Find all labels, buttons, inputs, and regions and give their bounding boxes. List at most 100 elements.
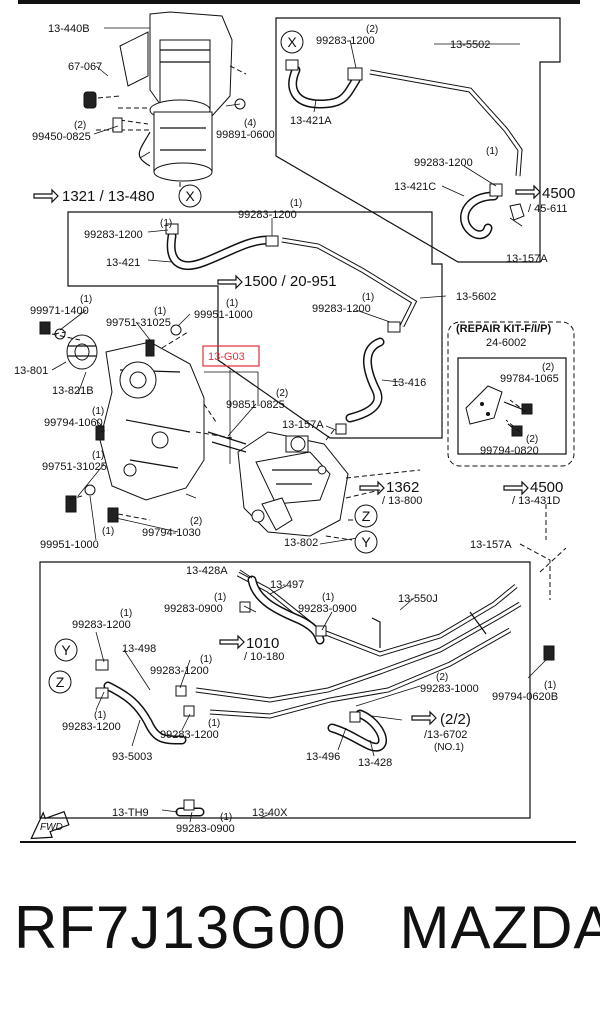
label-13-157a-a: 13-157A xyxy=(506,253,548,265)
repair-kit-box xyxy=(447,321,575,467)
fwd-label: FWD xyxy=(40,822,63,833)
fwd-arrow-icon: FWD xyxy=(30,810,70,840)
label-13-157a-c: 13-157A xyxy=(470,539,512,551)
label-67-067: 67-067 xyxy=(68,61,102,73)
box-13-5602 xyxy=(67,211,443,439)
label-99891-0600: 99891-0600 xyxy=(216,129,275,141)
label-99971-1400: 99971-1400 xyxy=(30,305,89,317)
label-13-801: 13-801 xyxy=(14,365,48,377)
qty-99283-0900b: (1) xyxy=(322,592,334,603)
footer-brand: MAZDA xyxy=(399,894,600,961)
label-13-5602: 13-5602 xyxy=(456,291,496,303)
label-99283-b1: 99283-1200 xyxy=(72,619,131,631)
qty-99283-0900c: (1) xyxy=(220,812,232,823)
qty-99283-b2: (1) xyxy=(200,654,212,665)
label-93-5003: 93-5003 xyxy=(112,751,152,763)
label-13-428: 13-428 xyxy=(358,757,392,769)
label-99951-top: 99951-1000 xyxy=(194,309,253,321)
label-ref-2-2: (2/2) xyxy=(440,711,471,728)
qty-99751-bot: (1) xyxy=(92,450,104,461)
label-ref-1321: 1321 / 13-480 xyxy=(62,188,155,205)
bubble-z-bot xyxy=(48,670,72,694)
qty-99951-top: (1) xyxy=(226,298,238,309)
hoses-13-421-13-416 xyxy=(165,223,418,435)
label-99784-1065: 99784-1065 xyxy=(500,373,559,385)
ref-arrow-icon xyxy=(411,710,437,726)
qty-99794-0620b: (1) xyxy=(544,680,556,691)
footer-gap xyxy=(347,894,400,961)
label-99851-0825: 99851-0825 xyxy=(226,399,285,411)
fuel-filter-assembly xyxy=(83,11,247,192)
pump-dashed-leaders xyxy=(51,331,527,541)
label-99794-1060: 99794-1060 xyxy=(44,417,103,429)
label-13-497: 13-497 xyxy=(270,579,304,591)
label-13-421c: 13-421C xyxy=(394,181,436,193)
hoses-13-421a-13-421c xyxy=(285,59,525,240)
qty-99971-1400: (1) xyxy=(80,294,92,305)
qty-99283-m1: (1) xyxy=(160,218,172,229)
pipe-harness-13-550j xyxy=(195,571,522,719)
bubble-x-mid-label: X xyxy=(185,188,195,204)
leader-13-157a-lower xyxy=(519,504,567,600)
bubble-z-mid xyxy=(354,504,378,528)
label-13-421a: 13-421A xyxy=(290,115,332,127)
qty-99283-b3: (1) xyxy=(94,710,106,721)
label-99283-0900b: 99283-0900 xyxy=(298,603,357,615)
ref-arrow-icon xyxy=(359,480,385,496)
label-ref-1362: 1362 xyxy=(386,479,419,496)
label-45-611: / 45-611 xyxy=(528,203,568,215)
label-99283-m3: 99283-1200 xyxy=(312,303,371,315)
footer-caption: RF7J13G00 MAZDA xyxy=(14,893,600,962)
label-99751-bot: 99751-31025 xyxy=(42,461,107,473)
label-ref-4500b: 4500 xyxy=(530,479,563,496)
label-13-550j: 13-550J xyxy=(398,593,438,605)
label-10-180: / 10-180 xyxy=(244,651,284,663)
qty-99751-top: (1) xyxy=(154,306,166,317)
qty-99450-0825: (2) xyxy=(74,120,86,131)
qty-99283-0900a: (1) xyxy=(214,592,226,603)
label-99283-b4: 99283-1200 xyxy=(160,729,219,741)
label-13-157a-b: 13-157A xyxy=(282,419,324,431)
qty-99794-1060: (1) xyxy=(92,406,104,417)
label-13-5502: 13-5502 xyxy=(450,39,490,51)
qty-99794-0820: (2) xyxy=(526,434,538,445)
label-13-800: / 13-800 xyxy=(382,495,422,507)
qty-99283-b1: (1) xyxy=(120,608,132,619)
label-99450-0825: 99450-0825 xyxy=(32,131,91,143)
qty-99283-r1: (1) xyxy=(486,146,498,157)
label-13-821b: 13-821B xyxy=(52,385,94,397)
label-99283-m2: 99283-1200 xyxy=(238,209,297,221)
qty-99283-b4: (1) xyxy=(208,718,220,729)
bubble-x-mid xyxy=(178,184,202,208)
qty-99784-1065: (2) xyxy=(542,362,554,373)
qty-99283-m2: (1) xyxy=(290,198,302,209)
bottom-hoses xyxy=(95,575,555,817)
label-13-498: 13-498 xyxy=(122,643,156,655)
label-99283-0900a: 99283-0900 xyxy=(164,603,223,615)
bubble-y-mid-label: Y xyxy=(361,534,371,550)
ref-arrow-icon xyxy=(219,634,245,650)
label-13-440b: 13-440B xyxy=(48,23,90,35)
label-13-6702: /13-6702 xyxy=(424,729,467,741)
label-ref-1500: 1500 / 20-951 xyxy=(244,273,337,290)
qty-99283-top: (2) xyxy=(366,24,378,35)
label-99951-bot: 99951-1000 xyxy=(40,539,99,551)
repair-kit-parts xyxy=(457,357,567,455)
pump-bracket xyxy=(39,321,205,523)
qty-99283-m3: (1) xyxy=(362,292,374,303)
qty-99851-0825: (2) xyxy=(276,388,288,399)
injection-pump xyxy=(207,431,349,537)
box-13-5502 xyxy=(275,17,561,263)
highlight-box-13-g03 xyxy=(202,345,260,367)
label-no1: (NO.1) xyxy=(434,742,464,753)
bubble-x-top xyxy=(280,30,304,54)
label-13-431d: / 13-431D xyxy=(512,495,560,507)
bubble-y-bot xyxy=(54,638,78,662)
box-13-40x xyxy=(39,561,531,819)
label-99794-0820: 99794-0820 xyxy=(480,445,539,457)
footer-part-number: RF7J13G00 xyxy=(14,894,347,961)
label-13-421: 13-421 xyxy=(106,257,140,269)
ref-arrow-icon xyxy=(217,274,243,290)
label-repair-kit-title: (REPAIR KIT-F/I/P) xyxy=(456,323,551,335)
qty-99951-bot: (1) xyxy=(102,526,114,537)
